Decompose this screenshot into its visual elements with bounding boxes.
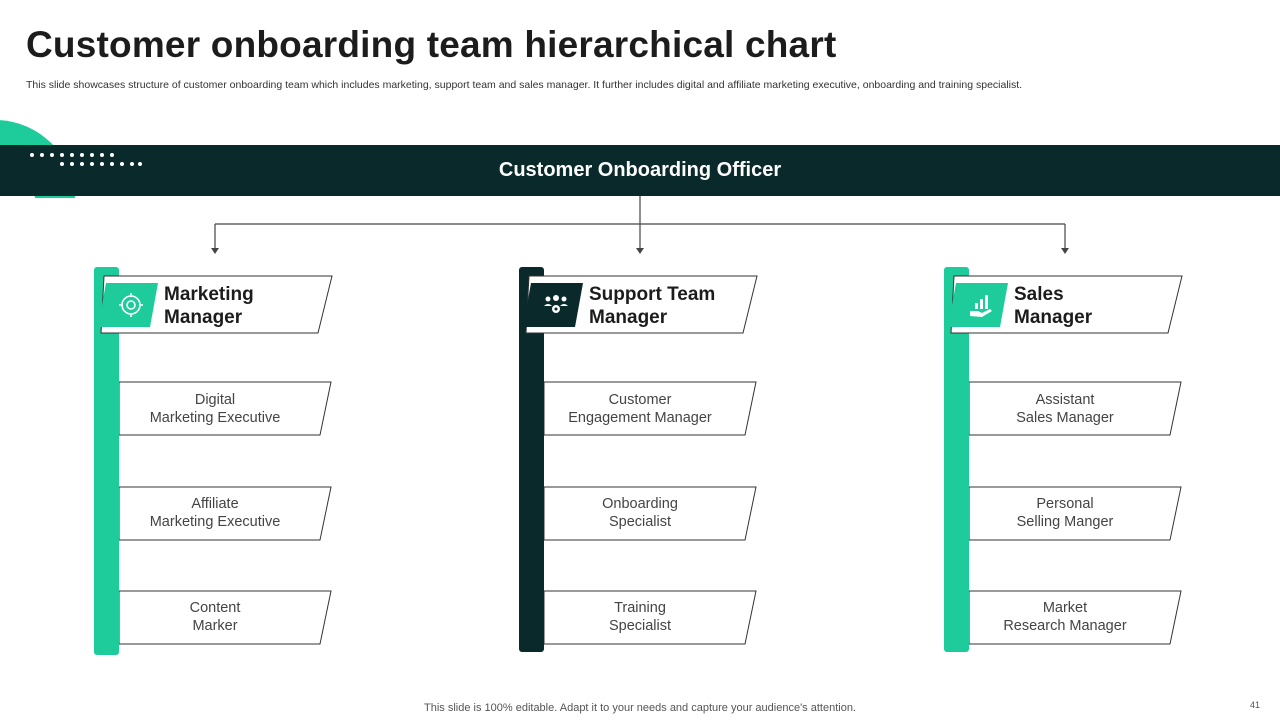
icon-badge-sales	[948, 283, 1008, 327]
item-box-market-research	[969, 590, 1182, 645]
item-label-assistant-sales: Assistant Sales Manager	[1016, 392, 1114, 426]
item-box-digital-marketing	[119, 381, 332, 436]
item-box-personal-selling	[969, 486, 1182, 541]
officer-band	[0, 145, 1280, 196]
manager-label-sales: Sales Manager	[1014, 284, 1093, 328]
officer-title: Customer Onboarding Officer	[498, 159, 782, 181]
sales-growth-icon	[958, 287, 1003, 322]
item-box-training-specialist	[544, 590, 757, 645]
decorative-dots	[30, 153, 142, 166]
item-box-onboarding-specialist	[544, 486, 757, 541]
target-cycle-icon	[108, 287, 153, 322]
icon-badge-marketing	[98, 283, 158, 327]
item-label-content-marker: Content Marker	[189, 600, 241, 634]
item-box-affiliate-marketing	[119, 486, 332, 541]
item-box-content-marker	[119, 590, 332, 645]
page-subtitle: This slide showcases structure of custom…	[26, 79, 1023, 91]
hierarchy-connectors	[211, 196, 1069, 254]
item-label-digital-marketing: Digital Marketing Executive	[149, 392, 281, 426]
page-title: Customer onboarding team hierarchical ch…	[26, 24, 837, 65]
item-label-training-specialist: Training Specialist	[608, 600, 672, 634]
page-number: 41	[1250, 700, 1261, 710]
item-label-market-research: Market Research Manager	[1003, 600, 1127, 634]
item-label-affiliate-marketing: Affiliate Marketing Executive	[149, 496, 281, 530]
manager-label-support: Support Team Manager	[589, 284, 716, 328]
icon-badge-support	[523, 283, 583, 327]
item-label-onboarding-specialist: Onboarding Specialist	[602, 496, 678, 530]
team-gear-icon	[533, 287, 578, 322]
item-box-customer-engagement	[544, 381, 757, 436]
item-label-personal-selling: Personal Selling Manger	[1016, 496, 1114, 530]
manager-label-marketing: Marketing Manager	[164, 284, 254, 328]
item-label-customer-engagement: Customer Engagement Manager	[568, 392, 712, 426]
footer-note: This slide is 100% editable. Adapt it to…	[424, 702, 856, 714]
item-box-assistant-sales	[969, 381, 1182, 436]
